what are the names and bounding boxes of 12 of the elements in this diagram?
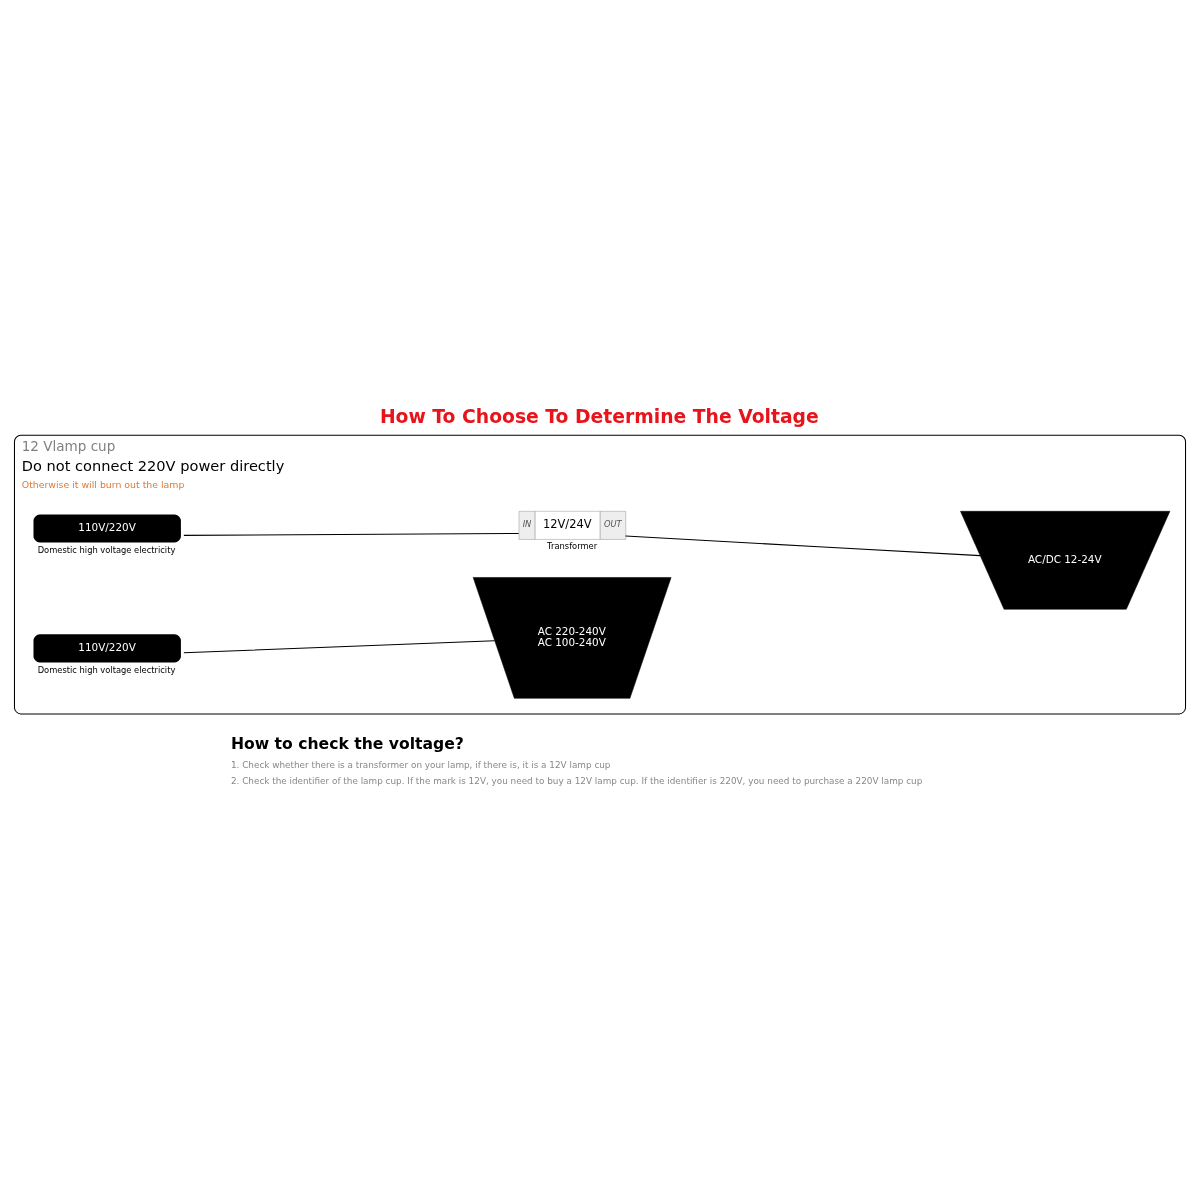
node-label: Domestic high voltage electricity (37, 665, 176, 676)
label: 2. Check the identifier of the lamp cup. If the mark is 12V, you need to buy a 12V lamp cup. If the identifier is 220V, you need to purchase a 220V lamp cup (230, 776, 923, 787)
node-box: 110V/220V (33, 514, 181, 543)
connector (183, 532, 520, 536)
diagram-title: How To Choose To Determine The Voltage (379, 405, 819, 427)
node-box: 110V/220V (33, 634, 181, 663)
label: 1. Check whether there is a transformer on your lamp, if there is, it is a 12V lamp cup (230, 759, 611, 770)
connector (183, 640, 496, 654)
connector (625, 535, 981, 557)
node-label: Domestic high voltage electricity (37, 545, 176, 556)
node-label: Transformer (547, 541, 598, 552)
label: How to check the voltage? (230, 735, 464, 754)
